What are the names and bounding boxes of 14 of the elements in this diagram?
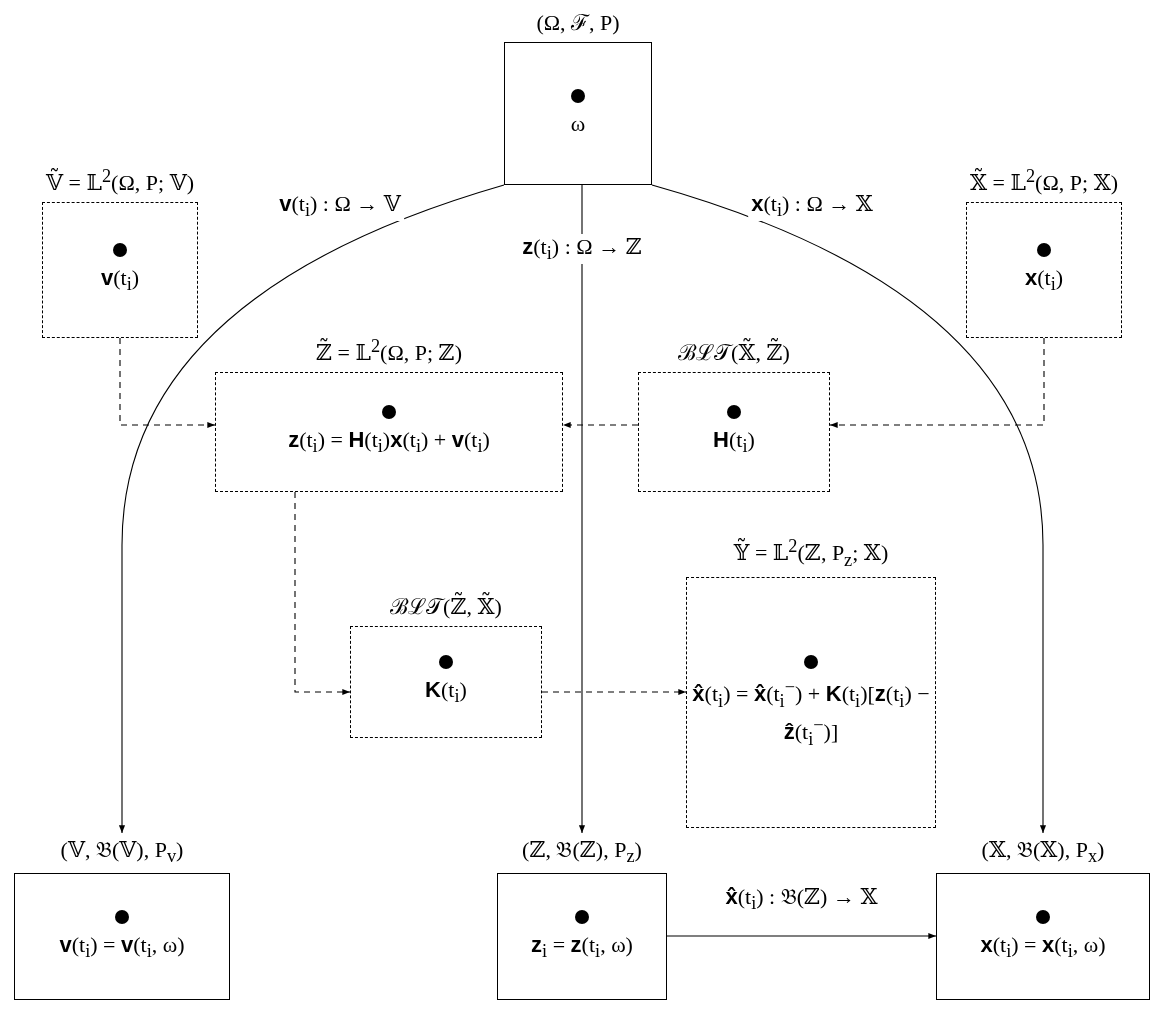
arrow xyxy=(651,184,1047,834)
space-label: 𝕍̃ = 𝕃$^{2}$(Ω, P; 𝕍) xyxy=(46,165,194,196)
arrow xyxy=(578,184,586,834)
space-label: ℤ̃ = 𝕃$^{2}$(Ω, P; ℤ) xyxy=(316,335,462,366)
space-label: 𝕏̃ = 𝕃$^{2}$(Ω, P; 𝕏) xyxy=(970,165,1118,196)
arrow xyxy=(294,491,351,696)
space-label: ℬℒ𝒯(𝕏̃, ℤ̃) xyxy=(678,336,790,366)
arrow xyxy=(119,337,216,429)
arrow xyxy=(118,184,505,834)
arrow xyxy=(562,421,639,429)
arrow xyxy=(829,337,1045,429)
arrow xyxy=(541,688,687,696)
space-label: ℬℒ𝒯(ℤ̃, 𝕏̃) xyxy=(390,590,502,620)
arrow xyxy=(666,932,937,940)
